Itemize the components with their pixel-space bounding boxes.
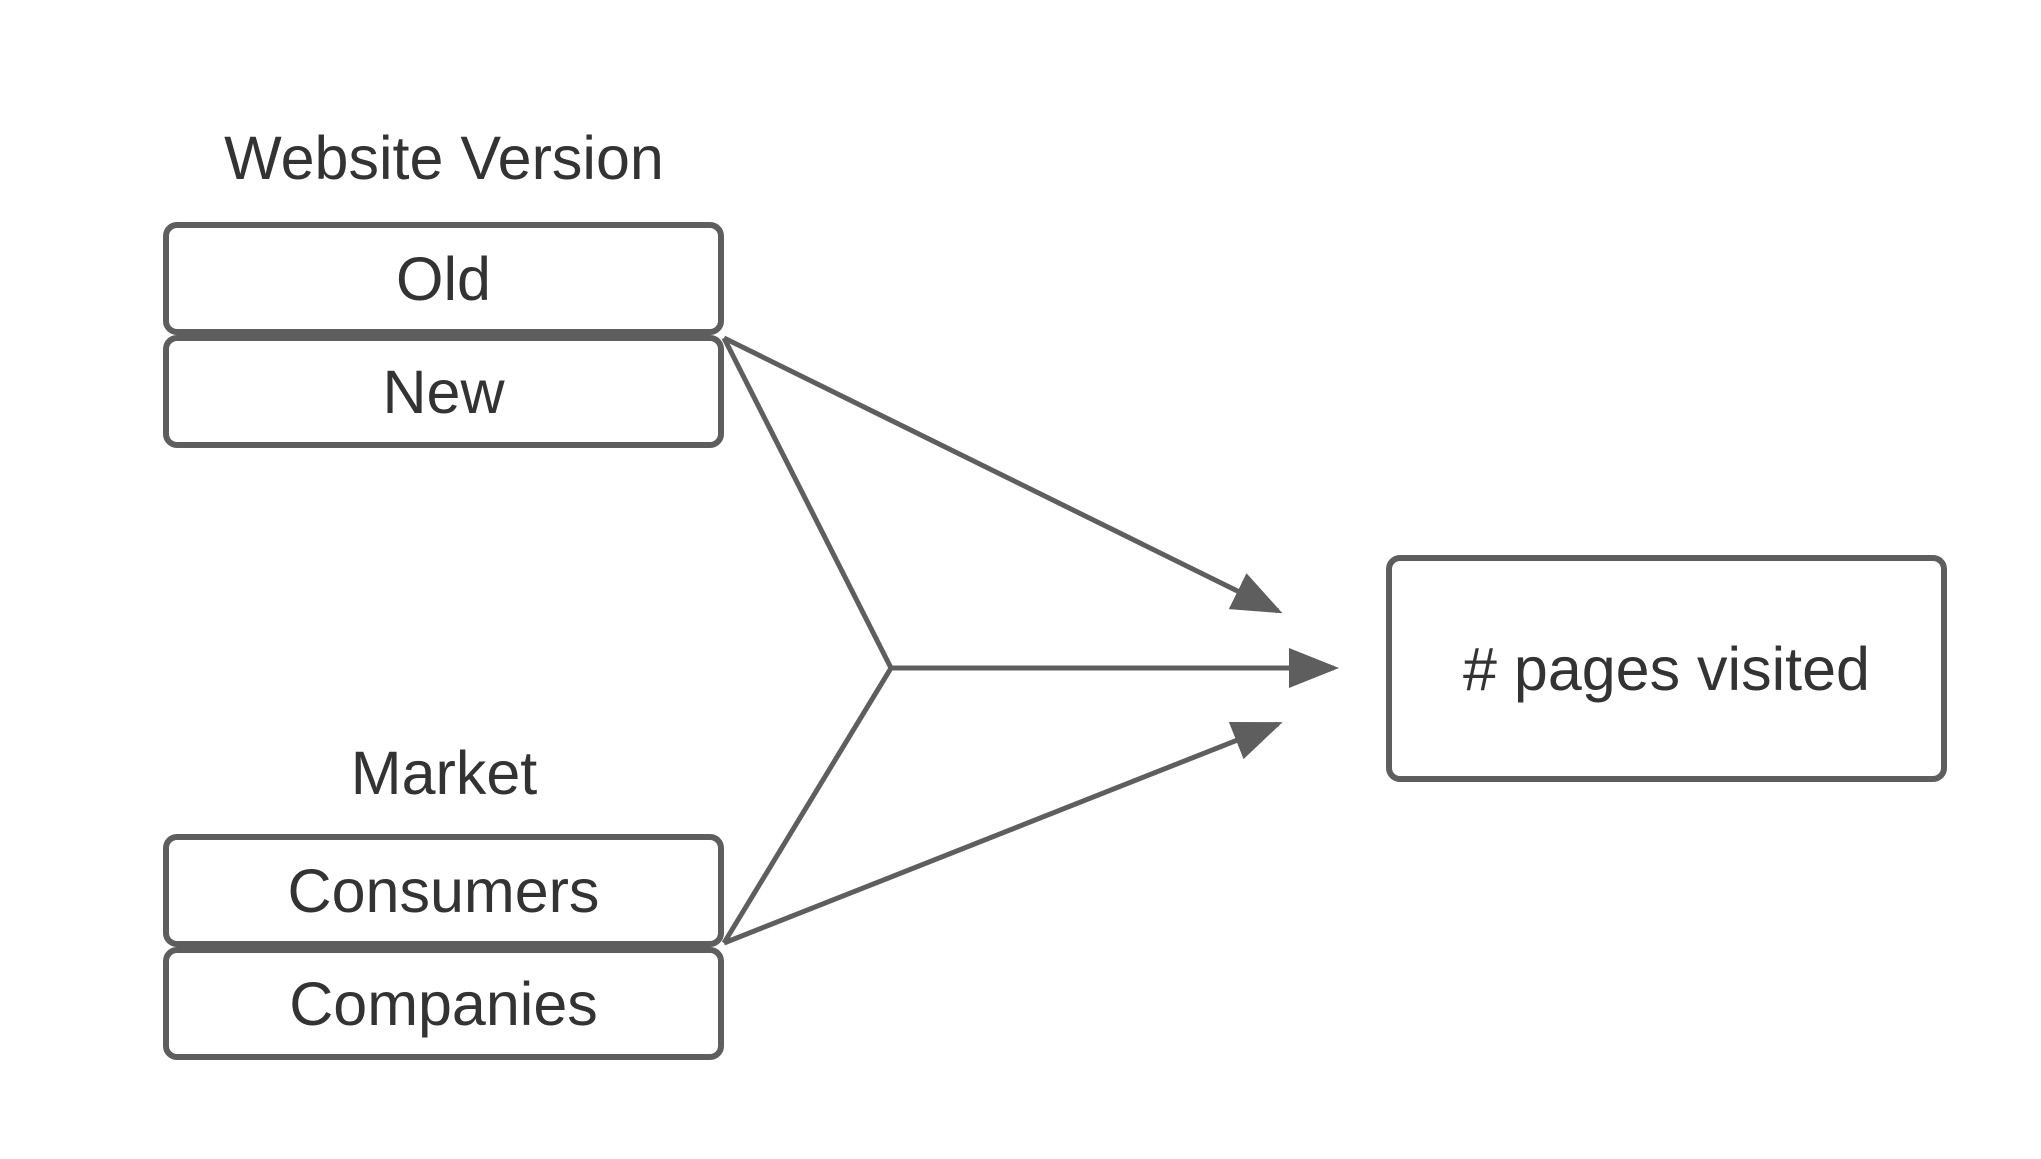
level-box-old: Old <box>163 222 724 335</box>
arrow-website-version-effect <box>722 335 1283 614</box>
level-box-consumers: Consumers <box>163 834 724 947</box>
level-box-companies: Companies <box>163 947 724 1060</box>
outcome-box-pages-visited: # pages visited <box>1386 555 1947 782</box>
factor-title-website-version: Website Version <box>224 124 664 192</box>
interaction-line-website-version <box>721 336 894 670</box>
factor-title-market: Market <box>350 739 538 807</box>
level-box-new: New <box>163 335 724 448</box>
arrow-market-effect <box>723 721 1283 946</box>
interaction-line-market <box>721 666 894 945</box>
